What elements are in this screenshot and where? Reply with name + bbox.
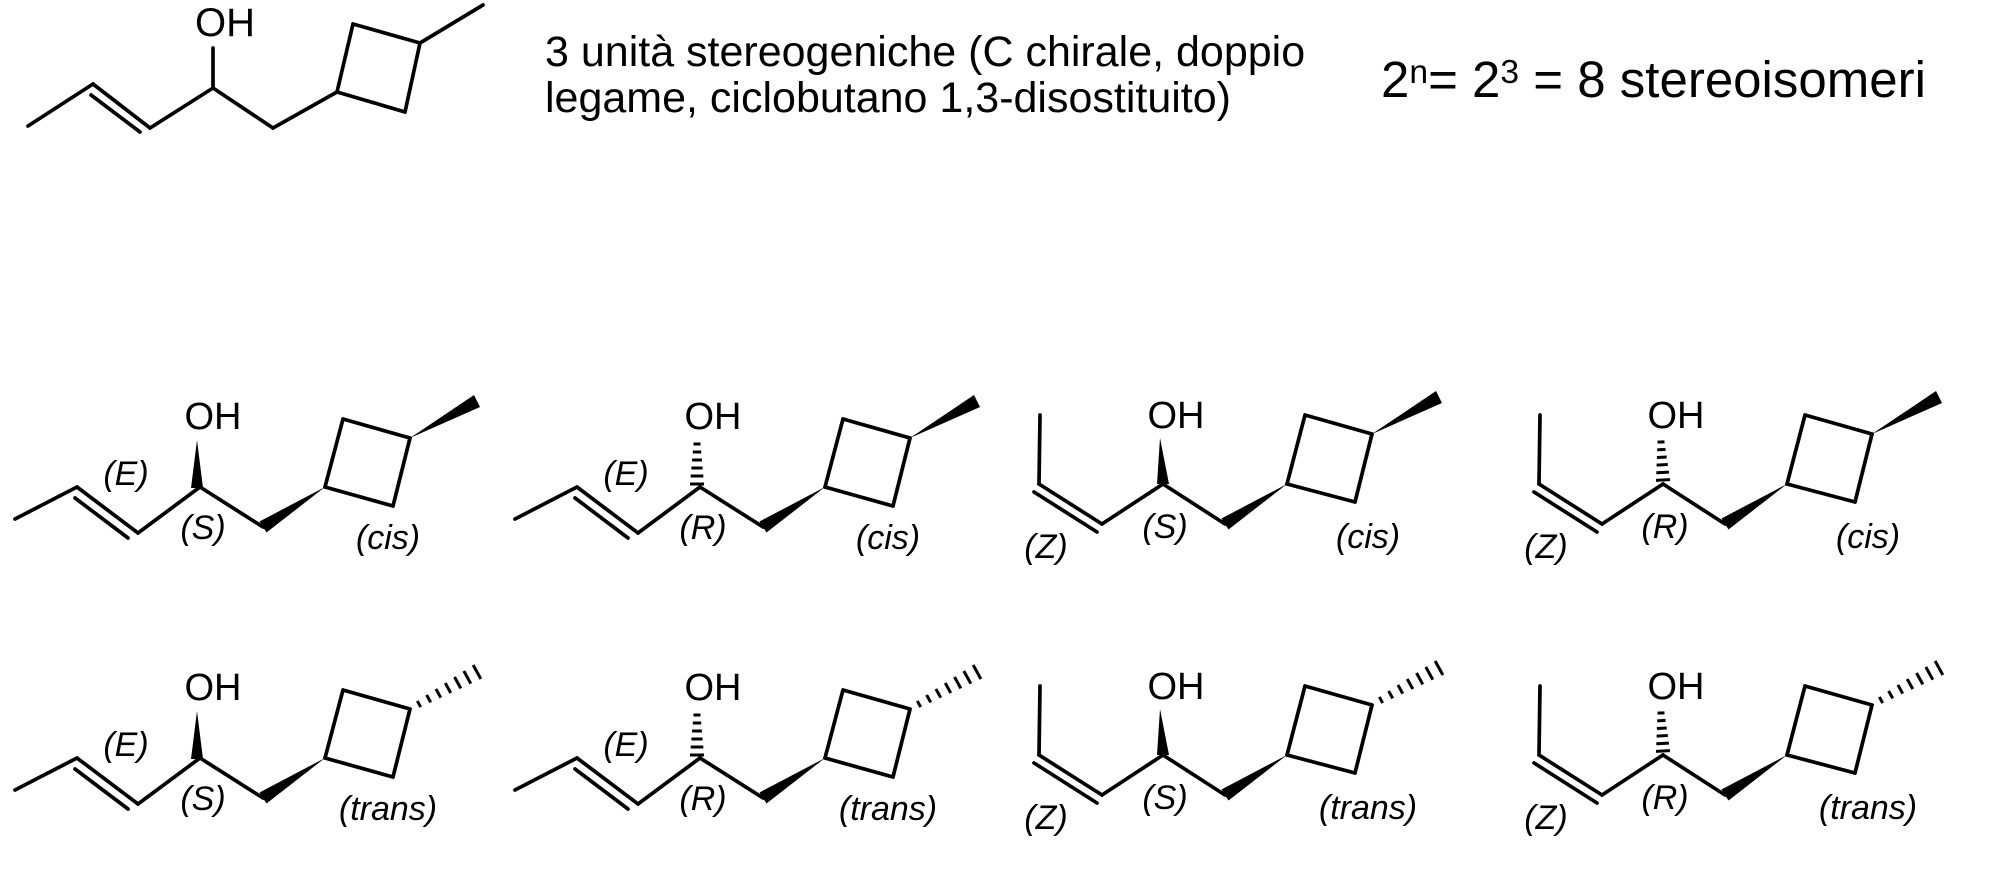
formula-exponent-n: n <box>1409 53 1429 91</box>
ring-config-label: (cis) <box>856 519 920 557</box>
chirality-label: (S) <box>1142 779 1187 817</box>
methyl-hash-bond <box>1877 660 1945 704</box>
stereoisomer-count-formula: 2n= 23 = 8 stereoisomeri <box>1381 54 1926 105</box>
ring-config-label: (cis) <box>356 519 420 557</box>
alkene-config-label: (Z) <box>1024 528 1067 566</box>
ch2-ring-wedge-bond <box>759 487 825 533</box>
ring-config-label: (cis) <box>1336 518 1400 556</box>
oh-hash-bond <box>690 713 704 757</box>
hydroxyl-label: OH <box>185 396 242 438</box>
formula-base-1: 2 <box>1381 51 1410 108</box>
isomer-structure-8: OH (Z) (R) (trans) <box>1524 660 1945 837</box>
isomer-skeleton <box>13 395 480 540</box>
ring-config-label: (trans) <box>839 790 937 828</box>
isomer-skeleton <box>1532 391 1942 534</box>
formula-result: = 8 stereoisomeri <box>1519 51 1926 108</box>
alkene-config-label: (Z) <box>1024 799 1067 837</box>
description-line-1: 3 unità stereogeniche (C chirale, doppio <box>545 28 1306 76</box>
methyl-wedge-bond <box>410 395 480 438</box>
alkene-config-label: (Z) <box>1524 799 1567 837</box>
alkene-config-label: (E) <box>103 455 148 493</box>
oh-wedge-bond <box>1157 709 1169 755</box>
ch2-ring-wedge-bond <box>1721 755 1787 801</box>
formula-exponent-3: 3 <box>1500 53 1520 91</box>
ch2-ring-wedge-bond <box>259 487 325 533</box>
ch2-ring-wedge-bond <box>759 758 825 804</box>
methyl-wedge-bond <box>910 395 980 438</box>
reference-molecule: OH <box>26 1 485 134</box>
ch2-ring-wedge-bond <box>1721 484 1787 530</box>
isomer-skeleton <box>13 664 483 811</box>
ring-config-label: (trans) <box>339 790 437 828</box>
chirality-label: (R) <box>1641 508 1688 546</box>
description-line-2: legame, ciclobutano 1,3-disostituito) <box>545 74 1231 122</box>
hydroxyl-label: OH <box>1148 395 1205 437</box>
methyl-hash-bond <box>1377 660 1445 704</box>
hydroxyl-label: OH <box>685 667 742 709</box>
isomer-structure-4: OH (Z) (R) (cis) <box>1524 391 1942 566</box>
oh-wedge-bond <box>191 440 203 488</box>
oh-hash-bond <box>1655 440 1671 482</box>
methyl-hash-bond <box>915 664 983 708</box>
isomer-structure-7: OH (Z) (S) (trans) <box>1024 660 1445 837</box>
oh-hash-bond <box>690 442 704 486</box>
isomer-skeleton <box>513 395 980 540</box>
methyl-hash-bond <box>415 664 483 708</box>
chirality-label: (R) <box>679 509 726 547</box>
isomer-structure-5: OH (E) (S) (trans) <box>13 664 483 828</box>
ring-config-label: (trans) <box>1319 789 1417 827</box>
alkene-config-label: (E) <box>603 455 648 493</box>
chirality-label: (S) <box>1142 508 1187 546</box>
chirality-label: (R) <box>679 780 726 818</box>
chirality-label: (S) <box>180 509 225 547</box>
isomer-structure-3: OH (Z) (S) (cis) <box>1024 391 1442 566</box>
chirality-label: (R) <box>1641 779 1688 817</box>
ch2-ring-wedge-bond <box>1221 755 1287 801</box>
oh-wedge-bond <box>191 711 203 759</box>
hydroxyl-label: OH <box>685 396 742 438</box>
isomer-skeleton <box>1032 391 1442 534</box>
methyl-wedge-bond <box>1372 391 1442 434</box>
reference-skeleton <box>26 3 485 134</box>
ring-config-label: (cis) <box>1836 518 1900 556</box>
hydroxyl-label: OH <box>195 1 255 45</box>
alkene-config-label: (E) <box>103 726 148 764</box>
isomer-skeleton <box>513 664 983 811</box>
methyl-wedge-bond <box>1872 391 1942 434</box>
ch2-ring-wedge-bond <box>259 758 325 804</box>
hydroxyl-label: OH <box>1148 666 1205 708</box>
alkene-config-label: (E) <box>603 726 648 764</box>
isomer-skeleton <box>1032 660 1445 805</box>
hydroxyl-label: OH <box>185 667 242 709</box>
isomer-skeleton <box>1532 660 1945 805</box>
chirality-label: (S) <box>180 780 225 818</box>
isomer-structure-2: OH (E) (R) (cis) <box>513 395 980 557</box>
isomer-structure-1: OH (E) (S) (cis) <box>13 395 480 557</box>
ch2-ring-wedge-bond <box>1221 484 1287 530</box>
hydroxyl-label: OH <box>1648 666 1705 708</box>
ring-config-label: (trans) <box>1819 789 1917 827</box>
hydroxyl-label: OH <box>1648 395 1705 437</box>
formula-base-2: = 2 <box>1428 51 1501 108</box>
alkene-config-label: (Z) <box>1524 528 1567 566</box>
oh-wedge-bond <box>1157 438 1169 484</box>
isomer-structure-6: OH (E) (R) (trans) <box>513 664 983 828</box>
oh-hash-bond <box>1655 711 1671 753</box>
description-text: 3 unità stereogeniche (C chirale, doppio… <box>545 29 1305 121</box>
